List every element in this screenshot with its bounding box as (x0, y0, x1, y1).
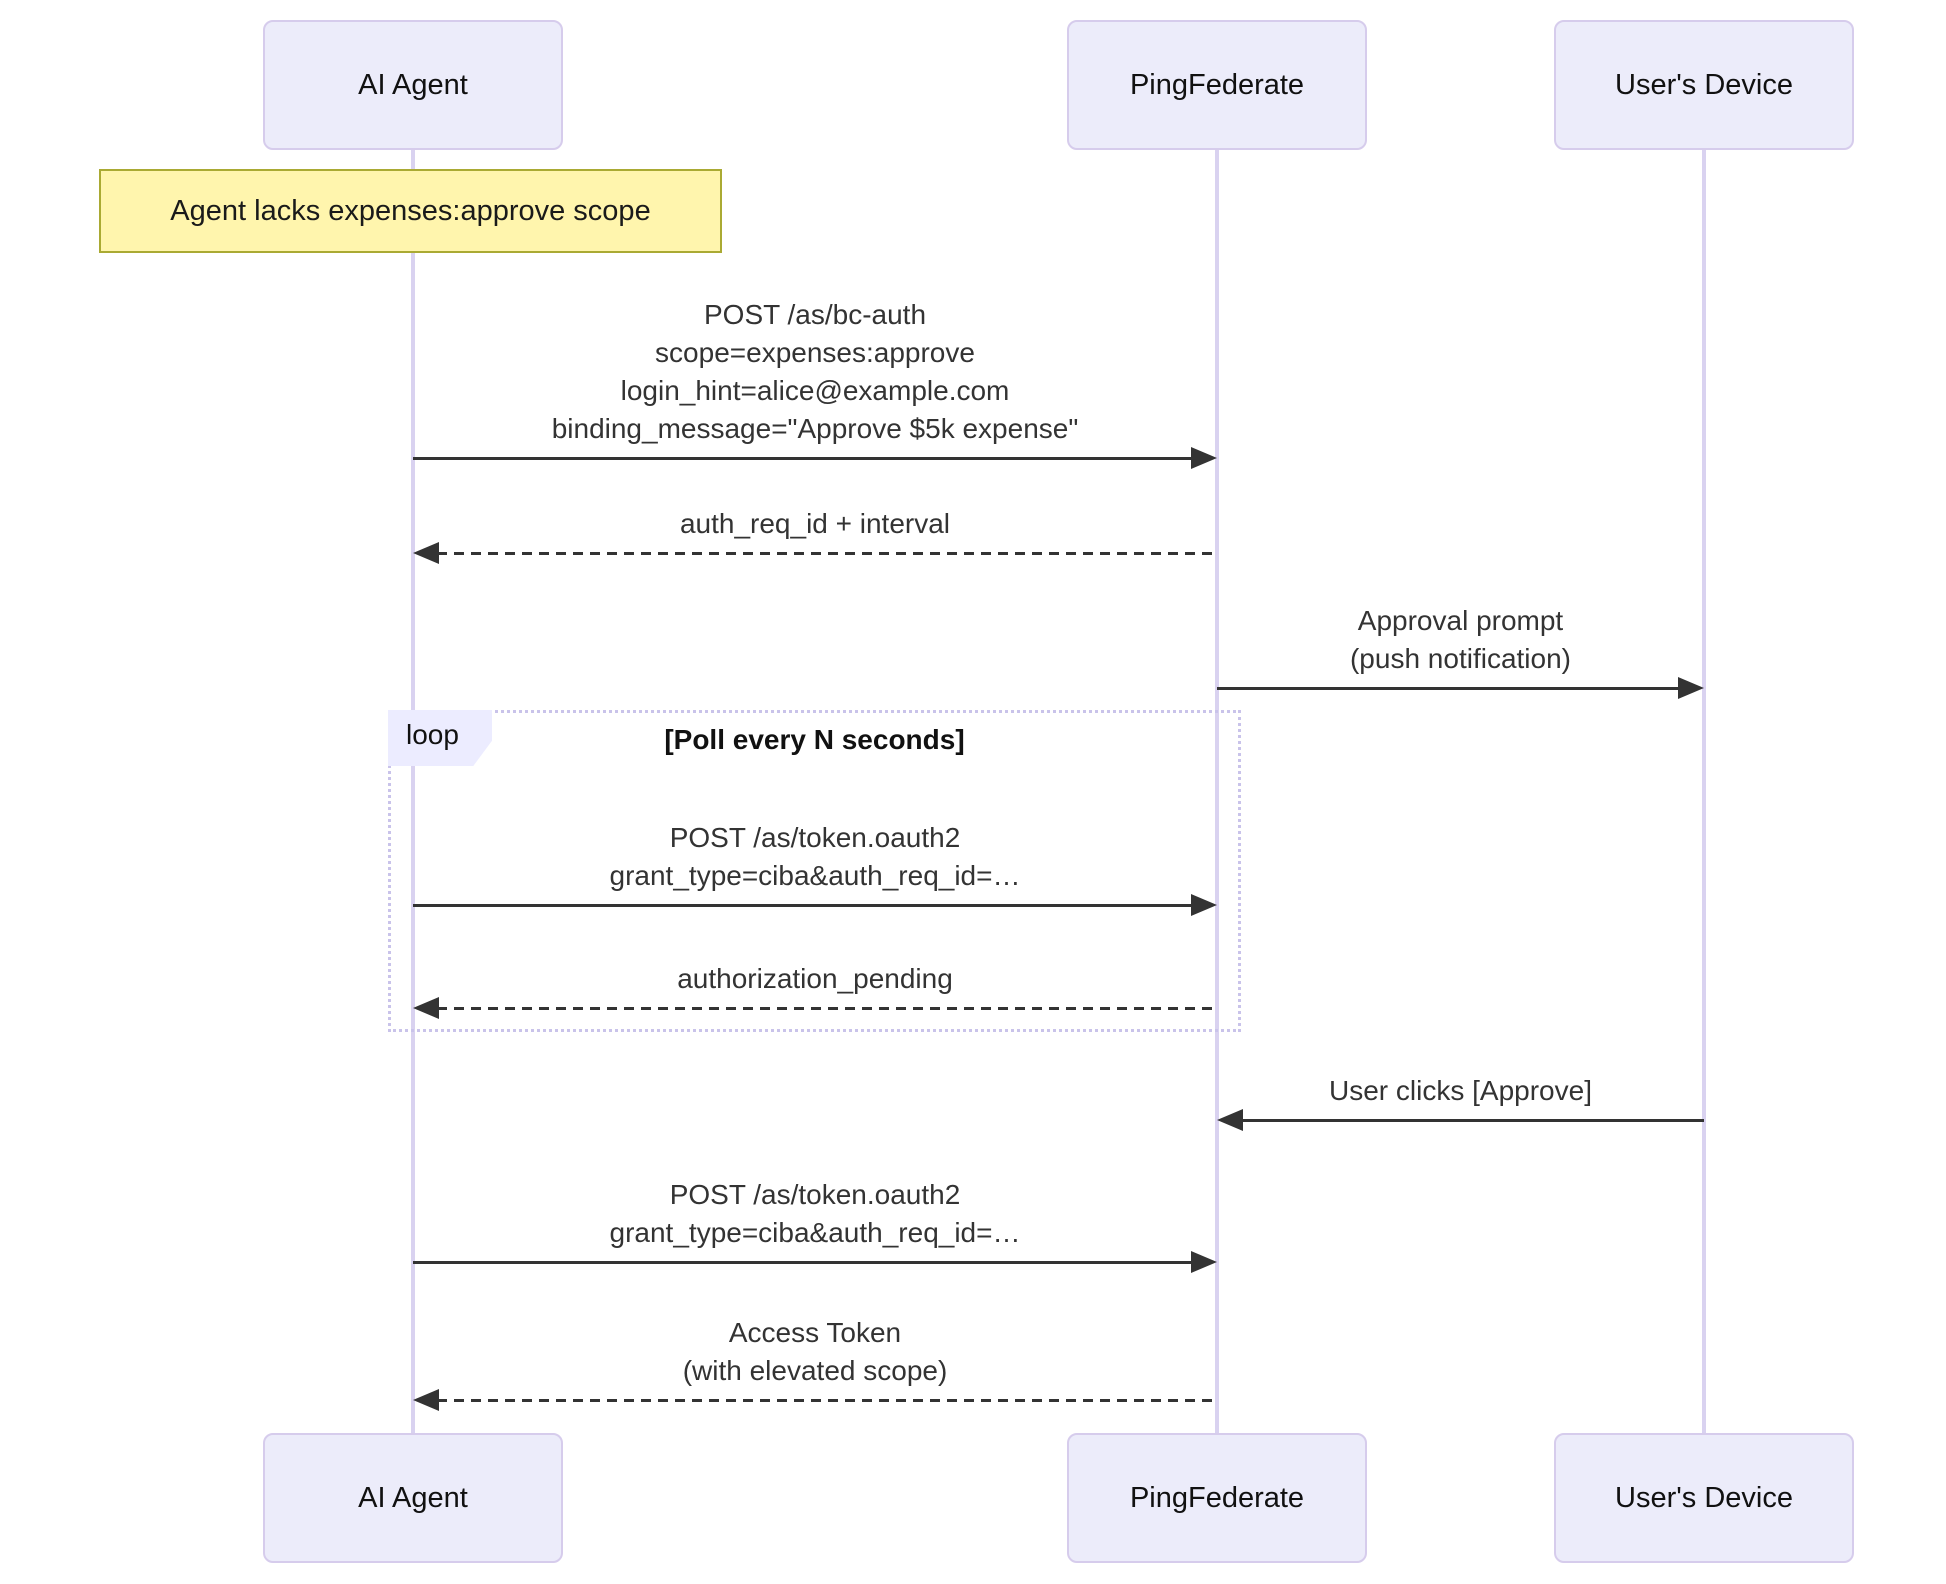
loop-title: [Poll every N seconds] (664, 724, 965, 755)
message-5-arrow-line (437, 1007, 1217, 1010)
lifeline-pingfederate (1215, 150, 1219, 1433)
message-8-line-1: Access Token (728, 1317, 902, 1348)
message-2-label: auth_req_id + interval (413, 505, 1217, 543)
message-6-arrowhead (1217, 1109, 1243, 1131)
message-7-line-2: grant_type=ciba&auth_req_id=… (609, 1217, 1021, 1248)
message-2-line-1: auth_req_id + interval (679, 508, 951, 539)
message-3-label: Approval prompt (push notification) (1217, 602, 1704, 678)
actor-bottom-pingfederate: PingFederate (1067, 1433, 1367, 1563)
message-4-line-2: grant_type=ciba&auth_req_id=… (609, 860, 1021, 891)
message-5-arrowhead (413, 997, 439, 1019)
message-4-label: POST /as/token.oauth2 grant_type=ciba&aut… (413, 819, 1217, 895)
message-3-arrowhead (1678, 677, 1704, 699)
message-6-arrow-line (1241, 1119, 1704, 1122)
actor-top-agent: AI Agent (263, 20, 563, 150)
message-7-arrow-line (413, 1261, 1193, 1264)
message-1-line-2: scope=expenses:approve (655, 337, 975, 368)
actor-bottom-device: User's Device (1554, 1433, 1854, 1563)
message-3-line-2: (push notification) (1349, 643, 1571, 674)
message-8-arrowhead (413, 1389, 439, 1411)
message-7-label: POST /as/token.oauth2 grant_type=ciba&aut… (413, 1176, 1217, 1252)
message-5-label: authorization_pending (413, 960, 1217, 998)
message-3-arrow-line (1217, 687, 1680, 690)
message-3-line-1: Approval prompt (1357, 605, 1564, 636)
loop-label-tag: loop (388, 710, 492, 766)
message-1-line-1: POST /as/bc-auth (703, 299, 927, 330)
message-5-line-1: authorization_pending (677, 963, 953, 994)
actor-top-device: User's Device (1554, 20, 1854, 150)
message-4-line-1: POST /as/token.oauth2 (669, 822, 961, 853)
message-1-arrowhead (1191, 447, 1217, 469)
loop-frame (388, 710, 1241, 1032)
lifeline-device (1702, 150, 1706, 1433)
message-7-line-1: POST /as/token.oauth2 (669, 1179, 961, 1210)
message-7-arrowhead (1191, 1251, 1217, 1273)
message-6-line-1: User clicks [Approve] (1329, 1075, 1592, 1106)
actor-top-pingfederate: PingFederate (1067, 20, 1367, 150)
message-1-label: POST /as/bc-auth scope=expenses:approve lo… (413, 296, 1217, 448)
message-6-label: User clicks [Approve] (1217, 1072, 1704, 1110)
message-2-arrowhead (413, 542, 439, 564)
note-over-agent: Agent lacks expenses:approve scope (99, 169, 722, 253)
message-1-line-4: binding_message="Approve $5k expense" (551, 413, 1079, 444)
message-1-line-3: login_hint=alice@example.com (620, 375, 1010, 406)
message-8-line-2: (with elevated scope) (682, 1355, 948, 1386)
message-1-arrow-line (413, 457, 1193, 460)
lifeline-agent (411, 150, 415, 1433)
message-4-arrowhead (1191, 894, 1217, 916)
message-4-arrow-line (413, 904, 1193, 907)
actor-bottom-agent: AI Agent (263, 1433, 563, 1563)
message-8-arrow-line (437, 1399, 1217, 1402)
message-2-arrow-line (437, 552, 1217, 555)
message-8-label: Access Token (with elevated scope) (413, 1314, 1217, 1390)
